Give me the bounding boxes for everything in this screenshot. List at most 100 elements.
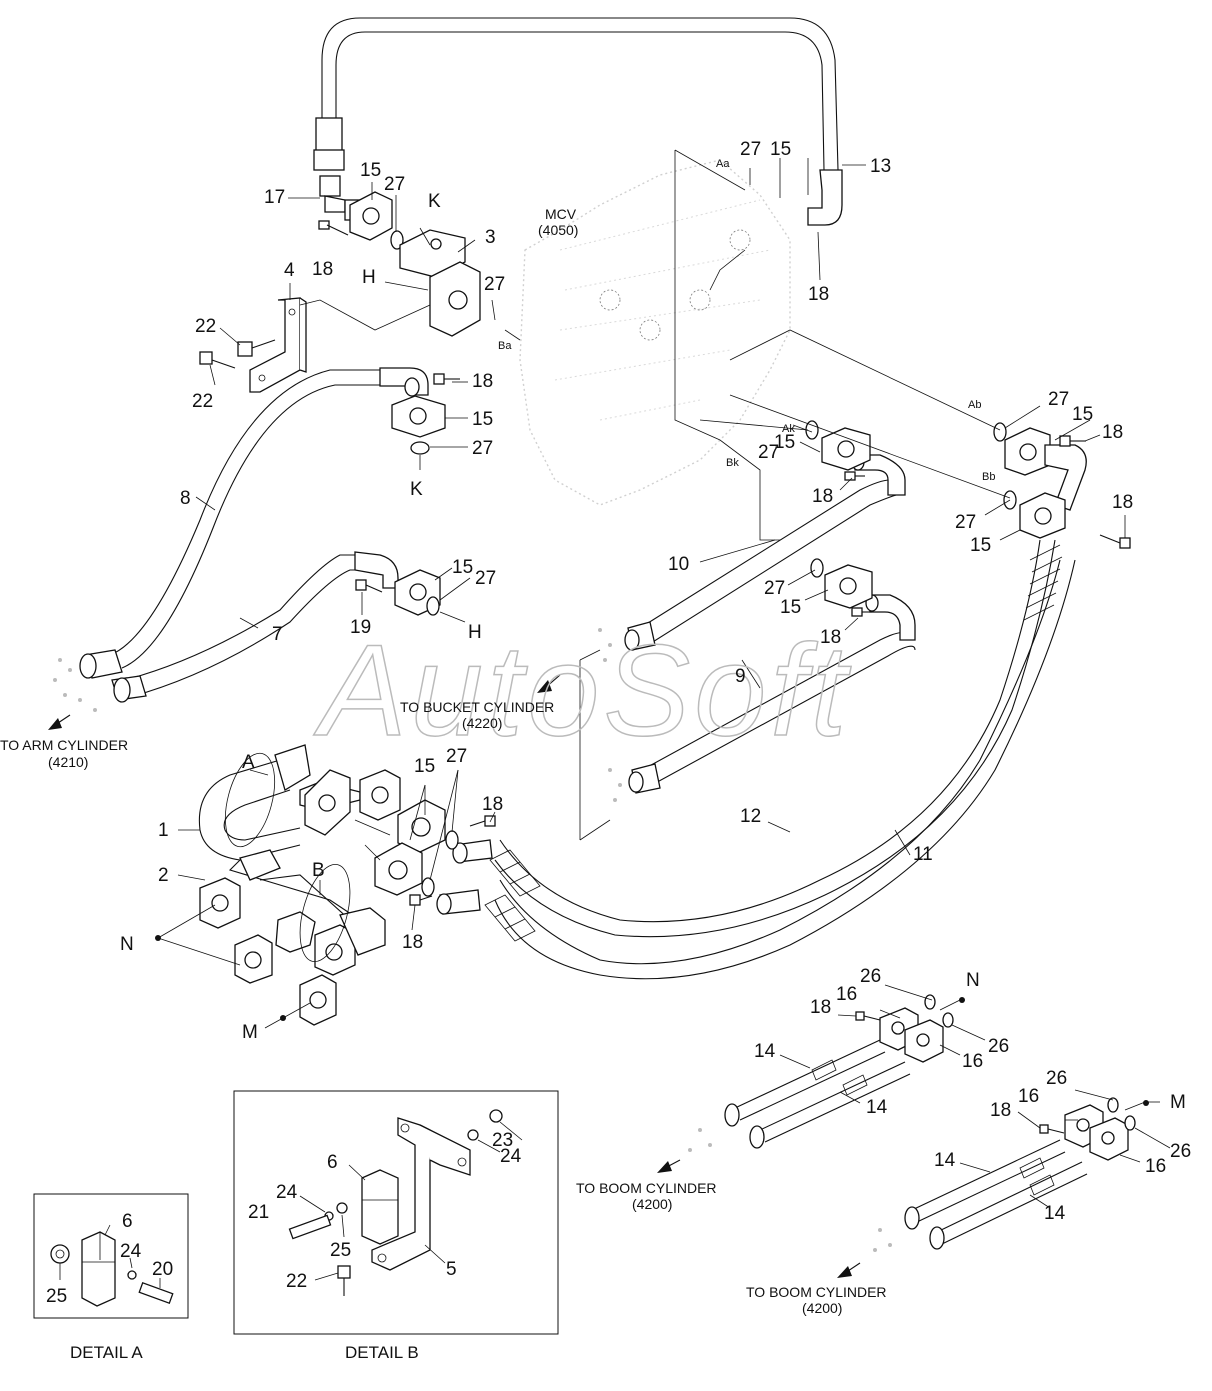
hose-springs	[484, 544, 1063, 942]
label-15-bk: 15	[780, 597, 801, 618]
label-6-b: 6	[327, 1152, 338, 1173]
bolt-18-top-left	[318, 220, 349, 236]
hose-12	[494, 539, 1056, 938]
o-ring-27-k	[410, 441, 430, 455]
ref-dots	[155, 935, 1149, 1106]
bracket-4	[249, 297, 307, 393]
label-15-aa: 15	[770, 139, 791, 160]
bolt-18-g2	[1039, 1124, 1065, 1134]
fitting-hose-12-end	[452, 839, 493, 864]
bolt-18-ak	[844, 471, 865, 481]
label-15-pipe: 15	[414, 756, 435, 777]
label-24-b-top: 24	[500, 1146, 522, 1167]
dest-boom2-code: (4200)	[802, 1300, 842, 1316]
flange-15-ab	[1004, 427, 1087, 511]
ghost-stubs	[53, 628, 892, 1252]
hose-11	[494, 559, 1076, 980]
hose-9	[628, 594, 916, 794]
label-19: 19	[350, 617, 371, 638]
port-ab: Ab	[968, 399, 981, 411]
label-18-ak: 18	[812, 486, 833, 507]
label-27-pipe: 27	[446, 746, 467, 767]
hose-8	[79, 367, 429, 679]
bolt-18-bb	[1099, 534, 1131, 549]
ref-h-top: H	[362, 267, 376, 288]
ref-h-bottom: H	[468, 622, 482, 643]
ref-a: A	[242, 752, 255, 773]
flange-15-bb	[1019, 492, 1066, 539]
bolt-18-pipe-upper	[469, 815, 496, 827]
port-bk: Bk	[726, 457, 739, 469]
port-aa: Aa	[716, 158, 730, 170]
dest-bucket-name: TO BUCKET CYLINDER	[400, 699, 554, 715]
arrow-to-boom-1	[657, 1159, 681, 1173]
label-17: 17	[264, 187, 285, 208]
ref-n-right: N	[966, 970, 980, 991]
label-20: 20	[152, 1259, 173, 1280]
label-27-k: 27	[472, 438, 493, 459]
label-5: 5	[446, 1259, 457, 1280]
detail-b-title: DETAIL B	[345, 1343, 419, 1362]
arrow-to-boom-2	[837, 1262, 861, 1278]
label-18-pipe-upper: 18	[482, 794, 503, 815]
flange-15-top-left	[349, 191, 393, 241]
hose-13	[313, 17, 843, 226]
o-ring-26-n-a	[924, 994, 936, 1010]
o-ring-26-m-a	[1107, 1097, 1119, 1113]
label-13: 13	[870, 156, 891, 177]
label-18-a: 18	[312, 259, 333, 280]
label-15-a: 15	[360, 160, 381, 181]
leader-lines	[157, 149, 1171, 1209]
label-15-h: 15	[452, 557, 473, 578]
mcv-valve-block	[519, 159, 791, 506]
label-27-ab: 27	[1048, 389, 1069, 410]
label-6-a: 6	[122, 1211, 133, 1232]
label-18-ab: 18	[1102, 422, 1123, 443]
flange-15-pipe-upper	[397, 799, 446, 853]
label-18-g1: 18	[810, 997, 831, 1018]
hose-14-group-2	[904, 1104, 1129, 1250]
dest-boom1-code: (4200)	[632, 1196, 672, 1212]
hose-7	[111, 551, 399, 703]
detail-b-box	[233, 1090, 559, 1335]
pipe-2	[199, 849, 386, 1026]
label-27-ba: 27	[484, 274, 505, 295]
label-12: 12	[740, 806, 761, 827]
label-26-m-a: 26	[1046, 1068, 1067, 1089]
mcv-name: MCV	[545, 206, 577, 222]
o-ring-27-h	[426, 596, 440, 616]
o-ring-26-m-b	[1124, 1115, 1136, 1131]
o-ring-27-ab	[993, 422, 1007, 442]
o-ring-27-pipe-lower	[421, 877, 435, 897]
label-2: 2	[158, 865, 169, 886]
flange-15-pipe-lower	[374, 842, 423, 896]
label-25-b: 25	[330, 1240, 351, 1261]
label-15-bb: 15	[970, 535, 991, 556]
label-14-g1-a: 14	[754, 1041, 776, 1062]
label-18-g2: 18	[990, 1100, 1011, 1121]
label-27-aa: 27	[740, 139, 761, 160]
pipe-1	[198, 744, 401, 861]
detail-a-circle	[224, 752, 276, 848]
label-1: 1	[158, 820, 169, 841]
label-4: 4	[284, 260, 295, 281]
label-16-g1-a: 16	[836, 984, 857, 1005]
dest-arm-code: (4210)	[48, 754, 88, 770]
ref-k-top: K	[428, 191, 441, 212]
label-14-g2-a: 14	[934, 1150, 956, 1171]
label-27-a: 27	[384, 174, 405, 195]
bolt-22-b	[199, 351, 236, 369]
bolt-19	[355, 579, 383, 593]
label-22-a: 22	[195, 316, 216, 337]
flange-15-k	[391, 395, 446, 438]
ref-k-bottom: K	[410, 479, 423, 500]
hose-14-group-1	[724, 1007, 944, 1149]
ref-m-left: M	[242, 1022, 258, 1043]
block-3	[399, 229, 481, 337]
dest-boom1-name: TO BOOM CYLINDER	[576, 1180, 717, 1196]
label-18-bk: 18	[820, 627, 841, 648]
label-16-g1-b: 16	[962, 1051, 983, 1072]
ref-n-left: N	[120, 934, 134, 955]
